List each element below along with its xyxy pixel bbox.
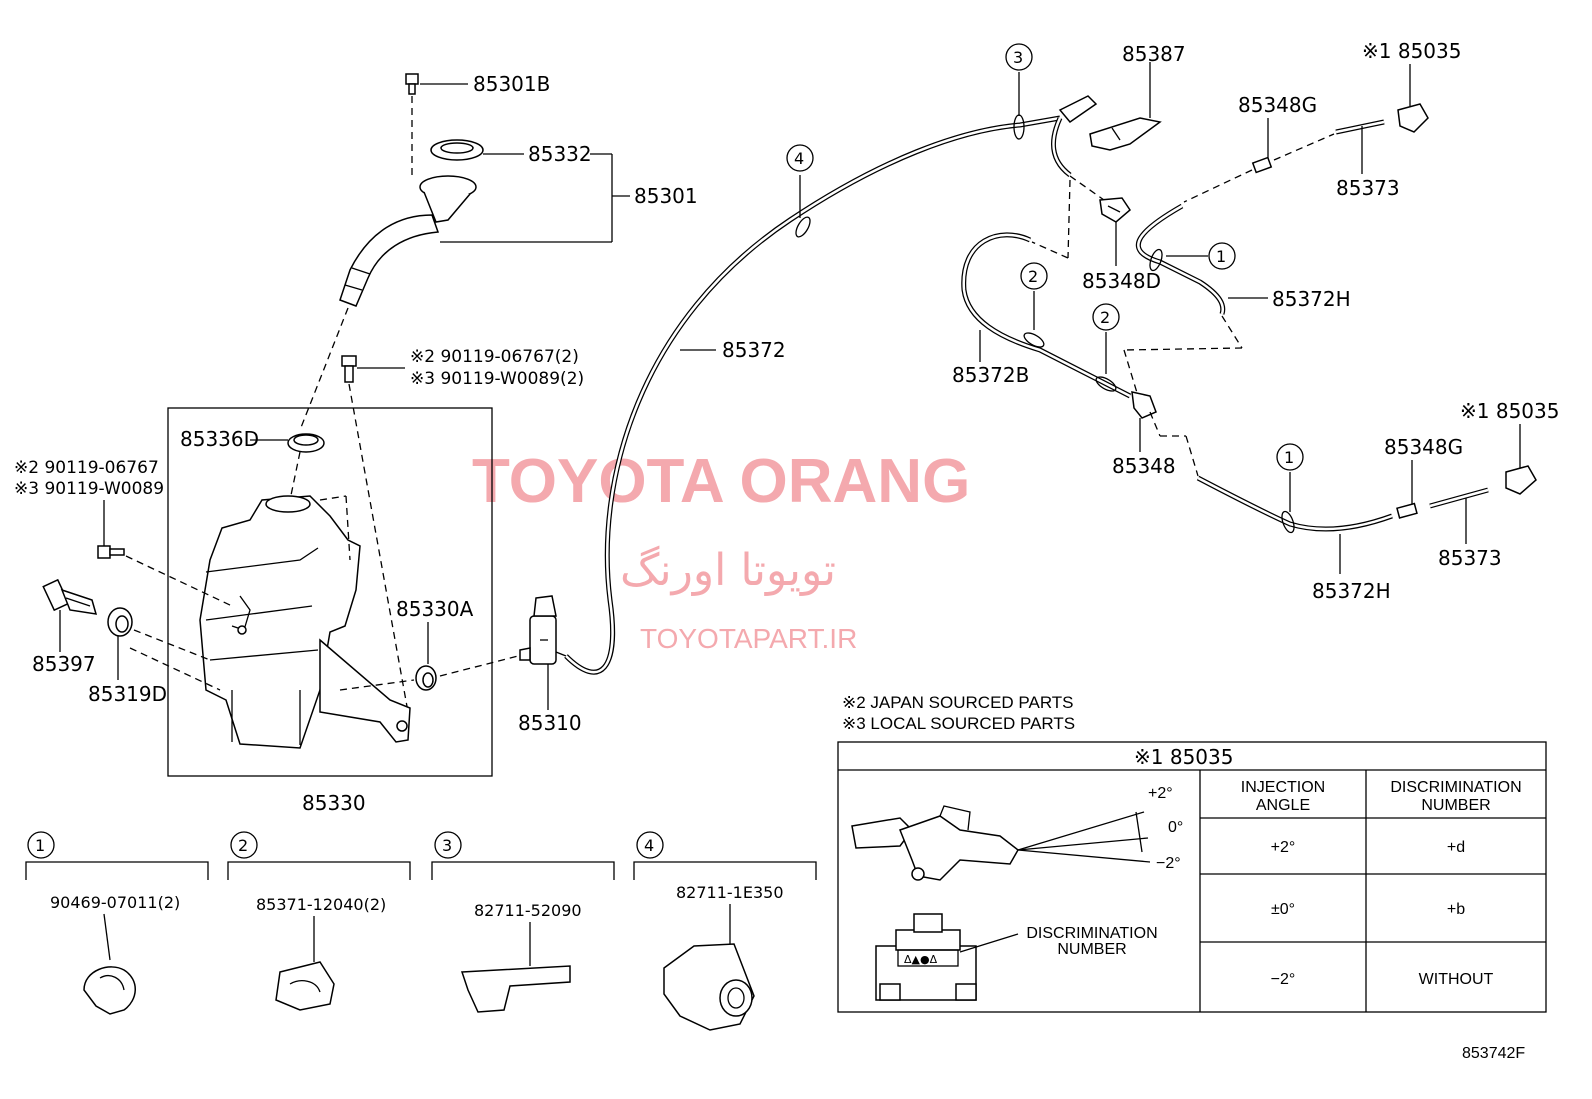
note-local-bolt-b: ※3 90119-W0089	[14, 479, 164, 499]
legend-num-3: 3	[442, 836, 452, 855]
label-85387: 85387	[1122, 42, 1186, 66]
nozzle-85035-b	[1505, 465, 1537, 495]
label-85372H-b: 85372H	[1312, 579, 1391, 603]
label-85348G-a: 85348G	[1238, 93, 1317, 117]
label-85397: 85397	[32, 652, 96, 676]
legend-num-2: 2	[238, 836, 248, 855]
table-row3-angle: −2°	[1271, 971, 1296, 988]
label-85348G-b: 85348G	[1384, 435, 1463, 459]
label-85373-a: 85373	[1336, 176, 1400, 200]
grommet-85330A	[415, 665, 437, 691]
label-85348D: 85348D	[1082, 269, 1161, 293]
label-85330: 85330	[302, 791, 366, 815]
bolt-90119-b	[97, 545, 125, 559]
washer-tank-85330	[199, 495, 411, 749]
note-local-bolt-a: ※3 90119-W0089(2)	[410, 369, 584, 389]
label-85035-b: ※1 85035	[1460, 399, 1559, 423]
callout-circle-3	[1005, 43, 1033, 71]
callout-3: 3	[1013, 48, 1023, 67]
callout-circle-1a	[1208, 242, 1236, 270]
label-85319D: 85319D	[88, 682, 167, 706]
diagram-code: 853742F	[1462, 1045, 1525, 1062]
bracket-85387	[1058, 95, 1162, 151]
table-row1-number: +d	[1447, 839, 1465, 856]
clip-82711-52090	[460, 965, 571, 1013]
grommet-85336D	[287, 433, 325, 453]
angle-minus-label: −2°	[1156, 855, 1181, 872]
callout-circle-2a	[1020, 262, 1048, 290]
legend-part-1: 90469-07011(2)	[50, 893, 180, 912]
nozzle-angle-illustration	[851, 805, 1151, 881]
label-85332: 85332	[528, 142, 592, 166]
legend-part-3: 82711-52090	[474, 901, 582, 920]
filler-neck-85301	[339, 175, 477, 307]
angle-zero-label: 0°	[1168, 819, 1183, 836]
label-85372H-a: 85372H	[1272, 287, 1351, 311]
label-85330A: 85330A	[396, 597, 474, 621]
nozzle-85035-a	[1397, 103, 1429, 133]
label-85372: 85372	[722, 338, 786, 362]
label-85035-a: ※1 85035	[1362, 39, 1461, 63]
table-row2-angle: ±0°	[1271, 901, 1295, 918]
callout-4: 4	[794, 149, 804, 168]
callout-1a: 1	[1216, 247, 1226, 266]
disc-label-2: NUMBER	[1057, 941, 1126, 958]
table-col-angle-2: ANGLE	[1256, 797, 1310, 814]
table-row3-number: WITHOUT	[1419, 971, 1494, 988]
label-85372B: 85372B	[952, 363, 1029, 387]
callout-2b: 2	[1100, 308, 1110, 327]
callout-1b: 1	[1284, 448, 1294, 467]
clip-90469	[83, 966, 136, 1015]
note-japan-sourced: ※2 JAPAN SOURCED PARTS	[842, 693, 1074, 712]
cap-85332	[430, 139, 484, 161]
grommet-85319D	[107, 607, 133, 637]
clip-legend: 1 90469-07011(2) 2 85371-12040(2) 3 8271…	[25, 831, 817, 1031]
watermark-url: TOYOTAPART.IR	[640, 623, 857, 654]
note-japan-bolt-b: ※2 90119-06767	[14, 458, 159, 478]
tank-group-box	[167, 407, 493, 777]
joint-85348G-b	[1396, 502, 1418, 519]
label-85310: 85310	[518, 711, 582, 735]
angle-plus-label: +2°	[1148, 785, 1173, 802]
note-local-sourced: ※3 LOCAL SOURCED PARTS	[842, 714, 1075, 733]
callout-2a: 2	[1028, 267, 1038, 286]
table-col-number-2: NUMBER	[1421, 797, 1490, 814]
svg-text:Δ▲●Δ: Δ▲●Δ	[904, 953, 938, 966]
legend-part-4: 82711-1E350	[676, 883, 784, 902]
table-row1-angle: +2°	[1271, 839, 1296, 856]
level-sensor-85397	[42, 578, 98, 615]
joint-85348	[1131, 391, 1157, 419]
callout-circle-2b	[1092, 303, 1120, 331]
discrimination-number-illustration: Δ▲●Δ	[875, 913, 1019, 1001]
disc-label-1: DISCRIMINATION	[1026, 925, 1157, 942]
bolt-90119-a	[341, 355, 357, 383]
label-85373-b: 85373	[1438, 546, 1502, 570]
callout-circle-1b	[1276, 443, 1304, 471]
table-col-angle-1: INJECTION	[1241, 779, 1325, 796]
watermark-title: TOYOTA ORANG	[472, 447, 970, 516]
legend-part-2: 85371-12040(2)	[256, 895, 386, 914]
table-row2-number: +b	[1447, 901, 1465, 918]
legend-num-1: 1	[35, 836, 45, 855]
hose-85372H-b	[1196, 475, 1393, 532]
table-col-number-1: DISCRIMINATION	[1390, 779, 1521, 796]
joint-85348G-a	[1251, 156, 1273, 174]
callout-circle-4	[786, 144, 814, 172]
label-85301B: 85301B	[473, 72, 550, 96]
washer-pump-85310	[519, 595, 567, 665]
injection-angle-table	[837, 741, 1547, 1013]
label-85301: 85301	[634, 184, 698, 208]
legend-num-4: 4	[644, 836, 654, 855]
label-85348: 85348	[1112, 454, 1176, 478]
bolt-85301B	[405, 73, 419, 95]
table-title: ※1 85035	[1134, 745, 1233, 769]
joint-85348D	[1099, 197, 1131, 223]
clip-85371	[275, 961, 335, 1011]
watermark-persian: تویوتا اورنگ	[620, 545, 836, 596]
label-85336D: 85336D	[180, 427, 259, 451]
note-japan-bolt-a: ※2 90119-06767(2)	[410, 347, 579, 367]
